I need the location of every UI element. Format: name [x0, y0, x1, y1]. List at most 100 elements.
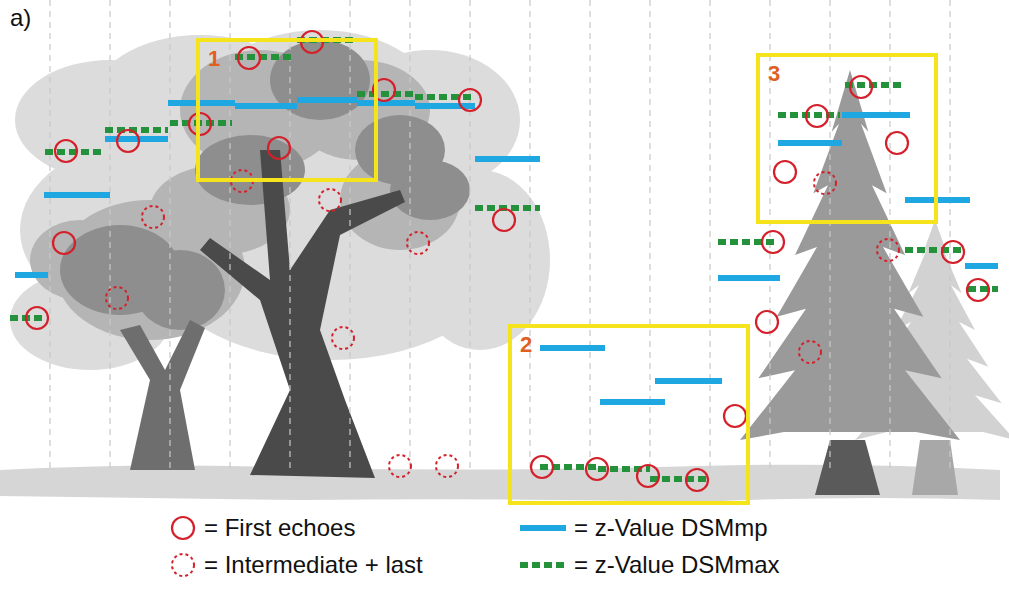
dsm-max-value: [540, 464, 600, 470]
small-trunk: [120, 320, 205, 470]
first-echo: [55, 140, 77, 162]
first-echo: [531, 456, 553, 478]
scan-grid: [50, 0, 950, 472]
first-echo: [762, 231, 784, 253]
first-echo: [238, 47, 260, 69]
first-echo: [942, 241, 964, 263]
dsm-mp-value: [842, 112, 910, 118]
highlight-box: 2: [508, 324, 750, 505]
callout-number: 2: [512, 328, 532, 356]
grid-line: [949, 0, 950, 472]
grid-line: [889, 0, 890, 472]
grid-line: [829, 0, 830, 472]
dsm-mp-value: [44, 192, 110, 198]
intermediate-echo: [142, 206, 164, 228]
intermediate-echo: [814, 172, 836, 194]
first-echo: [886, 132, 908, 154]
dsm-max-value: [235, 54, 292, 60]
callout-number: 3: [760, 57, 780, 85]
intermediate-echo: [436, 455, 458, 477]
dsm-mp-value: [778, 140, 842, 146]
legend-sample: [168, 513, 198, 543]
conifer-large: [740, 70, 960, 440]
crown-blob: [195, 135, 305, 205]
legend-text: = First echoes: [204, 514, 355, 542]
callout-number: 1: [200, 42, 220, 70]
dsm-max-value: [968, 286, 998, 292]
legend-item: = Intermediate + last: [168, 550, 423, 580]
first-echo: [459, 89, 481, 111]
first-echo: [493, 209, 515, 231]
grid-line: [529, 0, 530, 472]
grid-line: [169, 0, 170, 472]
dsm-max-value: [357, 91, 415, 97]
grid-line: [289, 0, 290, 472]
intermediate-echo: [799, 341, 821, 363]
dsm-mp-value: [415, 103, 475, 109]
legend-item: = z-Value DSMmax: [518, 550, 780, 580]
intermediate-echo: [106, 287, 128, 309]
dsm-mp-value: [655, 378, 722, 384]
legend-text: = z-Value DSMmp: [574, 514, 768, 542]
conifer-small-trunk: [912, 440, 958, 495]
dsm-mp-value: [168, 100, 235, 106]
highlight-box: 3: [756, 53, 938, 224]
dsm-mp-value: [965, 263, 998, 269]
legend-item: = z-Value DSMmp: [518, 513, 768, 543]
dsm-max-value: [905, 247, 965, 253]
crown-blob: [390, 160, 470, 220]
panel-label: a): [10, 6, 31, 30]
intermediate-echoes: [106, 170, 899, 477]
first-echo: [756, 311, 778, 333]
dsm-mp-value: [15, 272, 48, 278]
first-echo: [806, 105, 828, 127]
dsm-max-value: [415, 94, 475, 100]
first-echo: [850, 76, 872, 98]
intermediate-echo: [877, 239, 899, 261]
grid-line: [349, 0, 350, 472]
intermediate-echo: [407, 232, 429, 254]
first-echo: [268, 137, 290, 159]
intermediate-echo: [389, 455, 411, 477]
grid-line: [709, 0, 710, 472]
first-echo: [117, 130, 139, 152]
first-echo: [189, 113, 211, 135]
dsm-mp-value: [105, 136, 168, 142]
legend-sample: [518, 550, 568, 580]
first-echo: [53, 232, 75, 254]
first-echo: [774, 161, 796, 183]
dsm-mp-value: [475, 156, 540, 162]
big-trunk: [200, 150, 405, 478]
dsm-max-value: [105, 127, 168, 133]
dsm-mp-value: [718, 275, 780, 281]
conifer-large-trunk: [815, 440, 880, 495]
dsm-max-value: [10, 315, 45, 321]
intermediate-echo: [319, 189, 341, 211]
dsm-max-value: [845, 82, 905, 88]
first-echo: [586, 458, 608, 480]
dsm-mp-value: [297, 97, 357, 103]
dsm-mp-value: [540, 345, 605, 351]
legend-sample: [168, 550, 198, 580]
dsm-mp-value: [600, 399, 665, 405]
first-echo: [686, 469, 708, 491]
first-echo: [637, 465, 659, 487]
dsm-max-value: [718, 239, 778, 245]
first-echo: [724, 405, 746, 427]
first-echo: [26, 307, 48, 329]
first-echo: [301, 31, 323, 53]
highlight-box: 1: [196, 38, 378, 182]
first-echo: [967, 279, 989, 301]
dsm-max-value: [778, 112, 840, 118]
dsm-max-value: [170, 120, 232, 126]
dsm-mp-value: [235, 103, 297, 109]
grid-line: [229, 0, 230, 472]
dsm-mp: [15, 100, 998, 402]
legend-text: = Intermediate + last: [204, 551, 423, 579]
legend-item: = First echoes: [168, 513, 355, 543]
legend-sample: [518, 513, 568, 543]
intermediate-echo: [332, 327, 354, 349]
grid-line: [589, 0, 590, 472]
